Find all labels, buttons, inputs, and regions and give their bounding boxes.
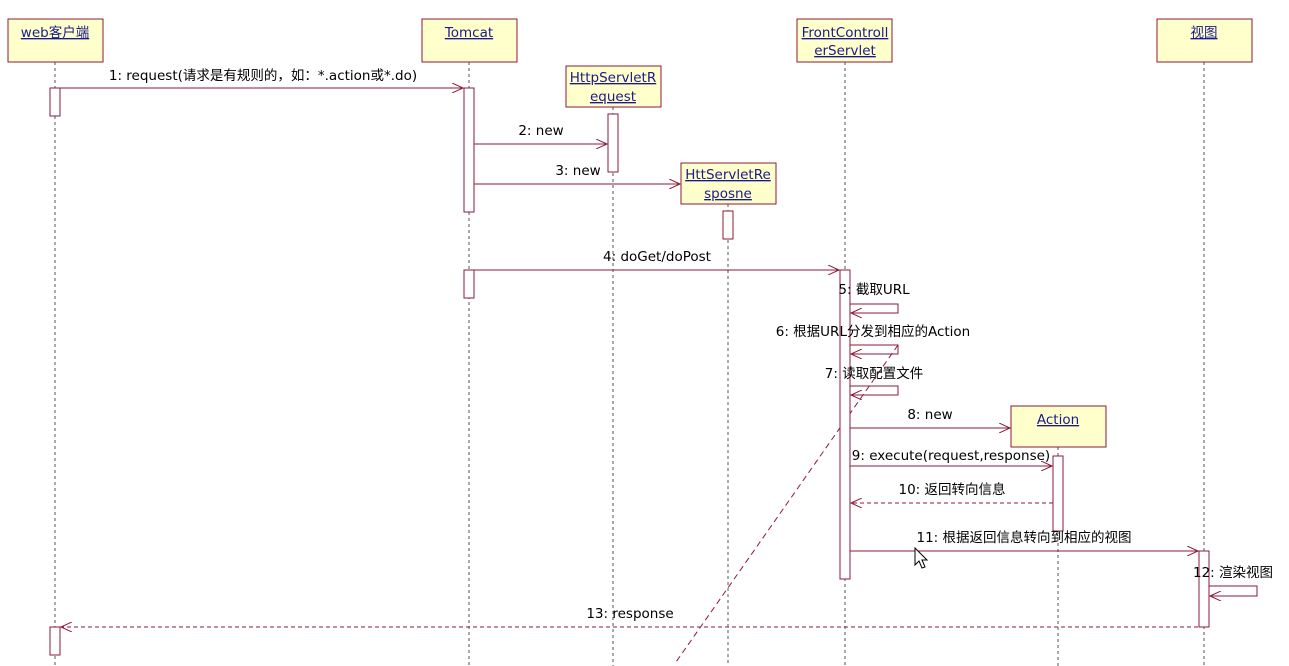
object-label: Action (1037, 412, 1079, 428)
object-http-servlet-response[interactable]: HttServletRe sposne (680, 162, 777, 205)
message-label: 2: new (518, 123, 563, 139)
object-label: equest (590, 89, 636, 105)
activation-view (1198, 550, 1210, 628)
object-web-client[interactable]: web客户端 (7, 18, 104, 63)
object-front-controller-servlet[interactable]: FrontControll erServlet (796, 18, 893, 63)
activation-client-2 (49, 626, 61, 656)
message-label: 13: response (586, 606, 673, 622)
message-5-self: 5: 截取URL (838, 282, 910, 313)
message-label: 10: 返回转向信息 (898, 481, 1005, 498)
message-1-request: 1: request(请求是有规则的，如：*.action或*.do) (60, 68, 463, 88)
message-label: 6: 根据URL分发到相应的Action (776, 323, 971, 340)
message-label: 7: 读取配置文件 (825, 366, 923, 382)
object-label: Tomcat (444, 25, 493, 41)
message-label: 12: 渲染视图 (1193, 565, 1273, 581)
message-9-execute: 9: execute(request,response) (850, 448, 1052, 466)
object-label: HttServletRe (685, 167, 771, 183)
object-label: HttpServletR (570, 70, 656, 86)
object-view[interactable]: 视图 (1156, 18, 1253, 63)
message-6-self: 6: 根据URL分发到相应的Action (776, 323, 971, 354)
message-label: 4: doGet/doPost (603, 249, 711, 265)
message-label: 1: request(请求是有规则的，如：*.action或*.do) (109, 68, 417, 84)
message-label: 3: new (555, 163, 600, 179)
message-8-new: 8: new (850, 407, 1010, 428)
activation-fcs (839, 269, 851, 580)
message-label: 9: execute(request,response) (852, 448, 1050, 464)
object-action[interactable]: Action (1010, 405, 1107, 448)
object-tomcat[interactable]: Tomcat (421, 18, 518, 63)
activation-tomcat-1 (463, 87, 475, 213)
message-label: 5: 截取URL (838, 282, 910, 298)
message-11-forward: 11: 根据返回信息转向到相应的视图 (850, 529, 1198, 551)
object-label: web客户端 (21, 24, 89, 41)
message-label: 8: new (907, 407, 952, 423)
diagonal-guide-line (675, 344, 899, 663)
message-2-new: 2: new (474, 123, 607, 144)
activation-tomcat-2 (463, 269, 475, 299)
object-label: FrontControll (802, 25, 889, 41)
activation-request (607, 113, 619, 173)
object-label: sposne (704, 186, 752, 202)
message-3-new: 3: new (474, 163, 680, 184)
message-4-doget-dopost: 4: doGet/doPost (474, 249, 839, 270)
activation-action (1052, 455, 1064, 532)
object-label: 视图 (1191, 25, 1218, 41)
message-13-response: 13: response (61, 606, 1198, 627)
object-http-servlet-request[interactable]: HttpServletR equest (565, 65, 662, 108)
message-12-self: 12: 渲染视图 (1193, 565, 1273, 596)
message-label: 11: 根据返回信息转向到相应的视图 (916, 529, 1131, 546)
message-7-self: 7: 读取配置文件 (825, 366, 923, 395)
object-label: erServlet (814, 43, 876, 59)
activation-response (722, 210, 734, 240)
activation-client-1 (49, 87, 61, 117)
mouse-pointer-icon (914, 546, 929, 569)
message-10-return: 10: 返回转向信息 (851, 481, 1053, 503)
